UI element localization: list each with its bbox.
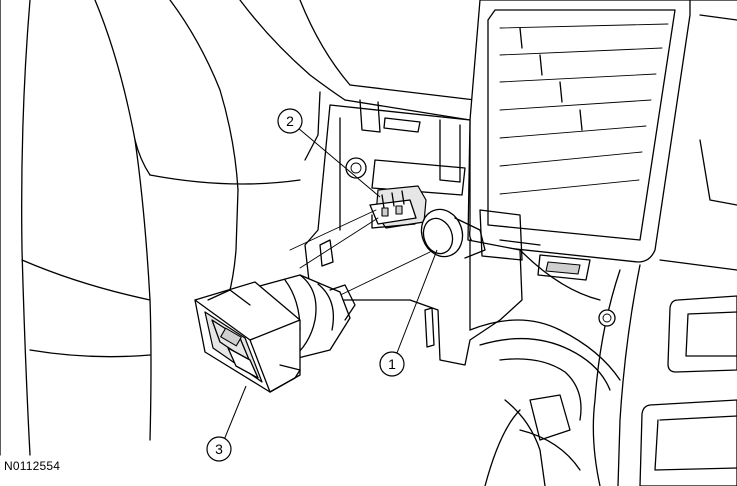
callout-2: 2 [277,108,303,134]
lower-console [469,249,621,486]
callout-3-label: 3 [215,441,223,457]
vehicle-connector [369,185,427,229]
console-upper-trim [239,0,476,161]
leader-3 [223,385,247,441]
callout-1-label: 1 [388,356,396,372]
console-bracket [304,99,541,366]
callout-leaders [223,127,438,441]
round-plug [420,208,486,259]
dash-right-panel [537,139,737,486]
seat-side-panel [0,0,301,456]
callout-2-label: 2 [286,113,294,129]
figure-id: N0112554 [4,459,61,473]
air-vent [469,0,737,263]
leader-1 [394,249,438,359]
callout-1: 1 [379,351,405,377]
module-connector [194,274,356,393]
callout-3: 3 [206,436,232,462]
alignment-guides [289,209,431,301]
leader-2 [297,127,381,198]
